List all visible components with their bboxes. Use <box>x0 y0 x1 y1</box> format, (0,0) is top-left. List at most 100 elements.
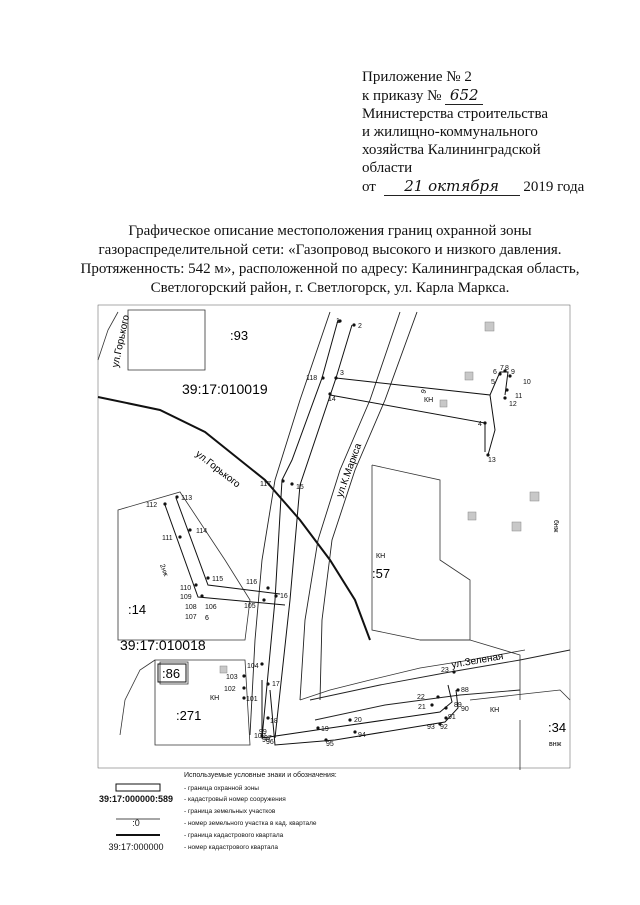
buildings <box>219 321 540 674</box>
parcel-boundaries <box>97 309 571 770</box>
point-label-11: 11 <box>515 393 522 400</box>
legend-item-zone: - граница охранной зоны <box>96 783 396 795</box>
point-label-113: 113 <box>181 495 192 502</box>
point-label-6: 6 <box>493 369 497 376</box>
appendix-header: Приложение № 2 к приказу № 652 Министерс… <box>362 68 632 196</box>
point-label-91: 91 <box>448 714 456 721</box>
point-label-15: 15 <box>296 484 304 491</box>
title-line2: газораспределительной сети: «Газопровод … <box>98 242 562 258</box>
document-title: Графическое описание местоположения гран… <box>40 222 620 298</box>
quarter-010018: 39:17:010018 <box>120 637 206 653</box>
legend-text-quarter-border: - граница кадастрового квартала <box>184 832 284 839</box>
parcel-57: :57 <box>372 566 390 581</box>
appendix-line2: к приказу № 652 <box>362 86 632 105</box>
point-label-19: 19 <box>321 726 329 733</box>
point-label-106: 106 <box>205 604 217 611</box>
legend-text-quarter-number: - номер кадастрового квартала <box>184 844 279 851</box>
point-label-88: 88 <box>461 687 469 694</box>
map-frame <box>97 304 571 769</box>
quarter-boundary <box>97 396 371 641</box>
building-kn-label-2: КН <box>424 397 433 404</box>
point-label-95: 95 <box>326 741 334 748</box>
building-2nzh: 2нж <box>158 563 169 577</box>
appendix-line5: хозяйства Калининградской <box>362 142 541 158</box>
survey-points <box>163 319 512 742</box>
date-prefix: от <box>362 179 376 195</box>
point-label-92: 92 <box>440 724 448 731</box>
point-label-112: 112 <box>146 502 157 509</box>
roads <box>249 311 571 736</box>
legend-symbol-structure: 39:17:000000:589 <box>98 794 174 804</box>
parcel-86-box <box>157 663 187 683</box>
point-label-102: 102 <box>224 686 236 693</box>
point-label-96: 96 <box>266 739 274 746</box>
legend-symbol-quarter-number: 39:17:000000 <box>108 842 164 852</box>
legend-symbols <box>115 783 161 836</box>
point-label-100: 100 <box>254 733 266 740</box>
point-label-109: 109 <box>180 594 192 601</box>
parcel-86: :86 <box>162 666 180 681</box>
legend-text-parcel-border: - граница земельных участков <box>184 808 276 815</box>
legend-symbol-parcel-number: :0 <box>132 818 140 828</box>
quarter-010019: 39:17:010019 <box>182 381 268 397</box>
point-label-101: 101 <box>246 696 258 703</box>
point-label-1: 1 <box>336 318 340 325</box>
building-6nzh: 6нж <box>552 520 559 533</box>
building-6: 6 <box>205 615 209 622</box>
point-label-17: 17 <box>272 681 280 688</box>
order-number: 652 <box>445 86 484 105</box>
point-label-107: 107 <box>185 614 197 621</box>
legend-item-structure: 39:17:000000:589 - кадастровый номер соо… <box>96 794 396 806</box>
legend-item-quarter-number: 39:17:000000 - номер кадастрового кварта… <box>96 842 396 854</box>
point-label-3: 3 <box>340 370 344 377</box>
appendix-line4: и жилищно-коммунального <box>362 124 538 140</box>
point-label-103: 103 <box>226 674 238 681</box>
point-label-18: 18 <box>270 718 278 725</box>
legend-text-structure: - кадастровый номер сооружения <box>184 796 286 803</box>
point-label-13: 13 <box>488 457 496 464</box>
point-label-5: 5 <box>491 379 495 386</box>
title-line4: Светлогорский район, г. Светлогорск, ул.… <box>150 280 510 296</box>
title-line3: Протяженность: 542 м», расположенной по … <box>80 261 580 277</box>
parcel-34: :34 <box>548 720 566 735</box>
point-label-116: 116 <box>246 579 257 586</box>
street-gorkogo-top: ул.Горького <box>110 314 132 369</box>
point-label-9: 9 <box>511 369 515 376</box>
point-label-4: 4 <box>478 421 482 428</box>
point-label-21: 21 <box>418 704 426 711</box>
point-label-7: 7 <box>500 365 504 372</box>
appendix-line3: Министерства строительства <box>362 106 549 122</box>
point-label-12: 12 <box>509 401 517 408</box>
point-label-14: 14 <box>328 396 336 403</box>
appendix-line6: области <box>362 160 413 176</box>
street-zelenaya: ул.Зеленая <box>451 651 505 671</box>
point-label-16: 16 <box>280 593 288 600</box>
point-label-108: 108 <box>185 604 197 611</box>
building-9: 9 <box>420 389 428 395</box>
legend-item-parcel-number: :0 - номер земельного участка в кад. ква… <box>96 818 396 830</box>
parcel-93: :93 <box>230 328 248 343</box>
point-label-115: 115 <box>212 576 223 583</box>
legend-title: Используемые условные знаки и обозначени… <box>184 772 337 779</box>
point-label-111: 111 <box>162 535 173 542</box>
point-label-104: 104 <box>247 663 259 670</box>
point-label-97: 97 <box>264 735 272 742</box>
building-vnzh: внж <box>549 741 562 748</box>
order-prefix: к приказу № <box>362 88 442 104</box>
appendix-date-line: от 21 октября 2019 года <box>362 177 632 196</box>
point-label-105: 105 <box>244 603 256 610</box>
point-label-114: 114 <box>196 528 207 535</box>
point-label-93: 93 <box>427 724 435 731</box>
point-label-98: 98 <box>262 737 270 744</box>
date-suffix: 2019 года <box>523 179 585 195</box>
point-label-90: 90 <box>461 706 469 713</box>
point-label-110: 110 <box>180 585 191 592</box>
point-label-94: 94 <box>358 732 366 739</box>
point-label-89: 89 <box>454 702 462 709</box>
legend-text-parcel-number: - номер земельного участка в кад. кварта… <box>184 820 317 827</box>
appendix-line1: Приложение № 2 <box>362 69 472 85</box>
title-line1: Графическое описание местоположения гран… <box>128 223 532 239</box>
legend-text-zone: - граница охранной зоны <box>184 785 259 792</box>
point-label-23: 23 <box>441 667 449 674</box>
